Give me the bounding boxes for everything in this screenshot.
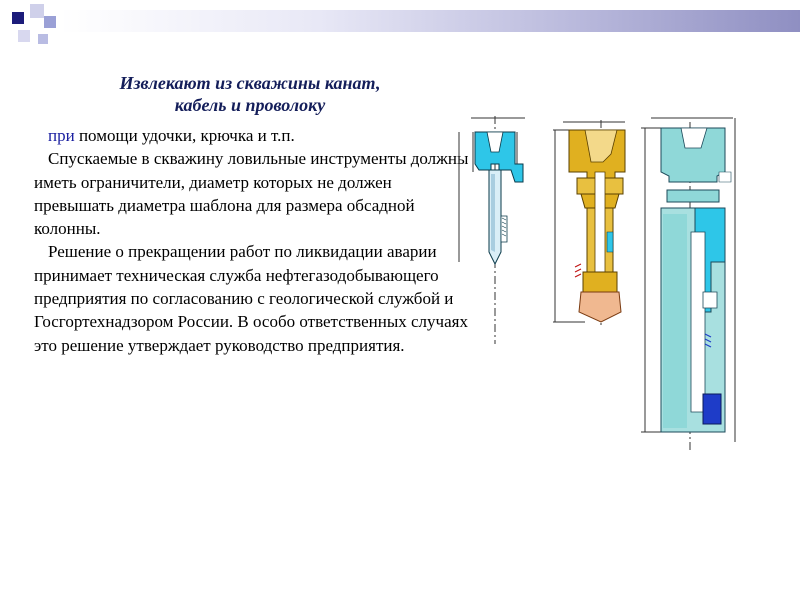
- title-line-2: кабель и проволоку: [174, 95, 326, 115]
- title-line-1: Извлекают из скважины канат,: [119, 73, 381, 93]
- top-gradient-bar: [60, 10, 800, 32]
- paragraph-2: Спускаемые в скважину ловильные инструме…: [34, 147, 474, 240]
- slide-title: Извлекают из скважины канат, кабель и пр…: [40, 72, 460, 116]
- decorative-corner: [0, 0, 800, 60]
- paragraph-1-lead: при: [48, 126, 75, 145]
- corner-square-dark: [12, 12, 24, 24]
- corner-square-mid: [44, 16, 56, 28]
- corner-square-light2: [18, 30, 30, 42]
- corner-square-small: [38, 34, 48, 44]
- paragraph-1: при помощи удочки, крючка и т.п.: [34, 124, 474, 147]
- fishing-tools-drawings: [458, 116, 736, 452]
- tool-1-drawing: [458, 116, 525, 344]
- paragraph-1-rest: помощи удочки, крючка и т.п.: [74, 126, 295, 145]
- slide-body: при помощи удочки, крючка и т.п. Спускае…: [34, 124, 474, 357]
- paragraph-3-text: Решение о прекращении работ по ликвидаци…: [34, 242, 468, 355]
- corner-square-light: [30, 4, 44, 18]
- tool-2-drawing: [553, 120, 626, 327]
- paragraph-2-text: Спускаемые в скважину ловильные инструме…: [34, 149, 469, 239]
- paragraph-3: Решение о прекращении работ по ликвидаци…: [34, 240, 474, 356]
- tool-3-drawing: [641, 117, 736, 452]
